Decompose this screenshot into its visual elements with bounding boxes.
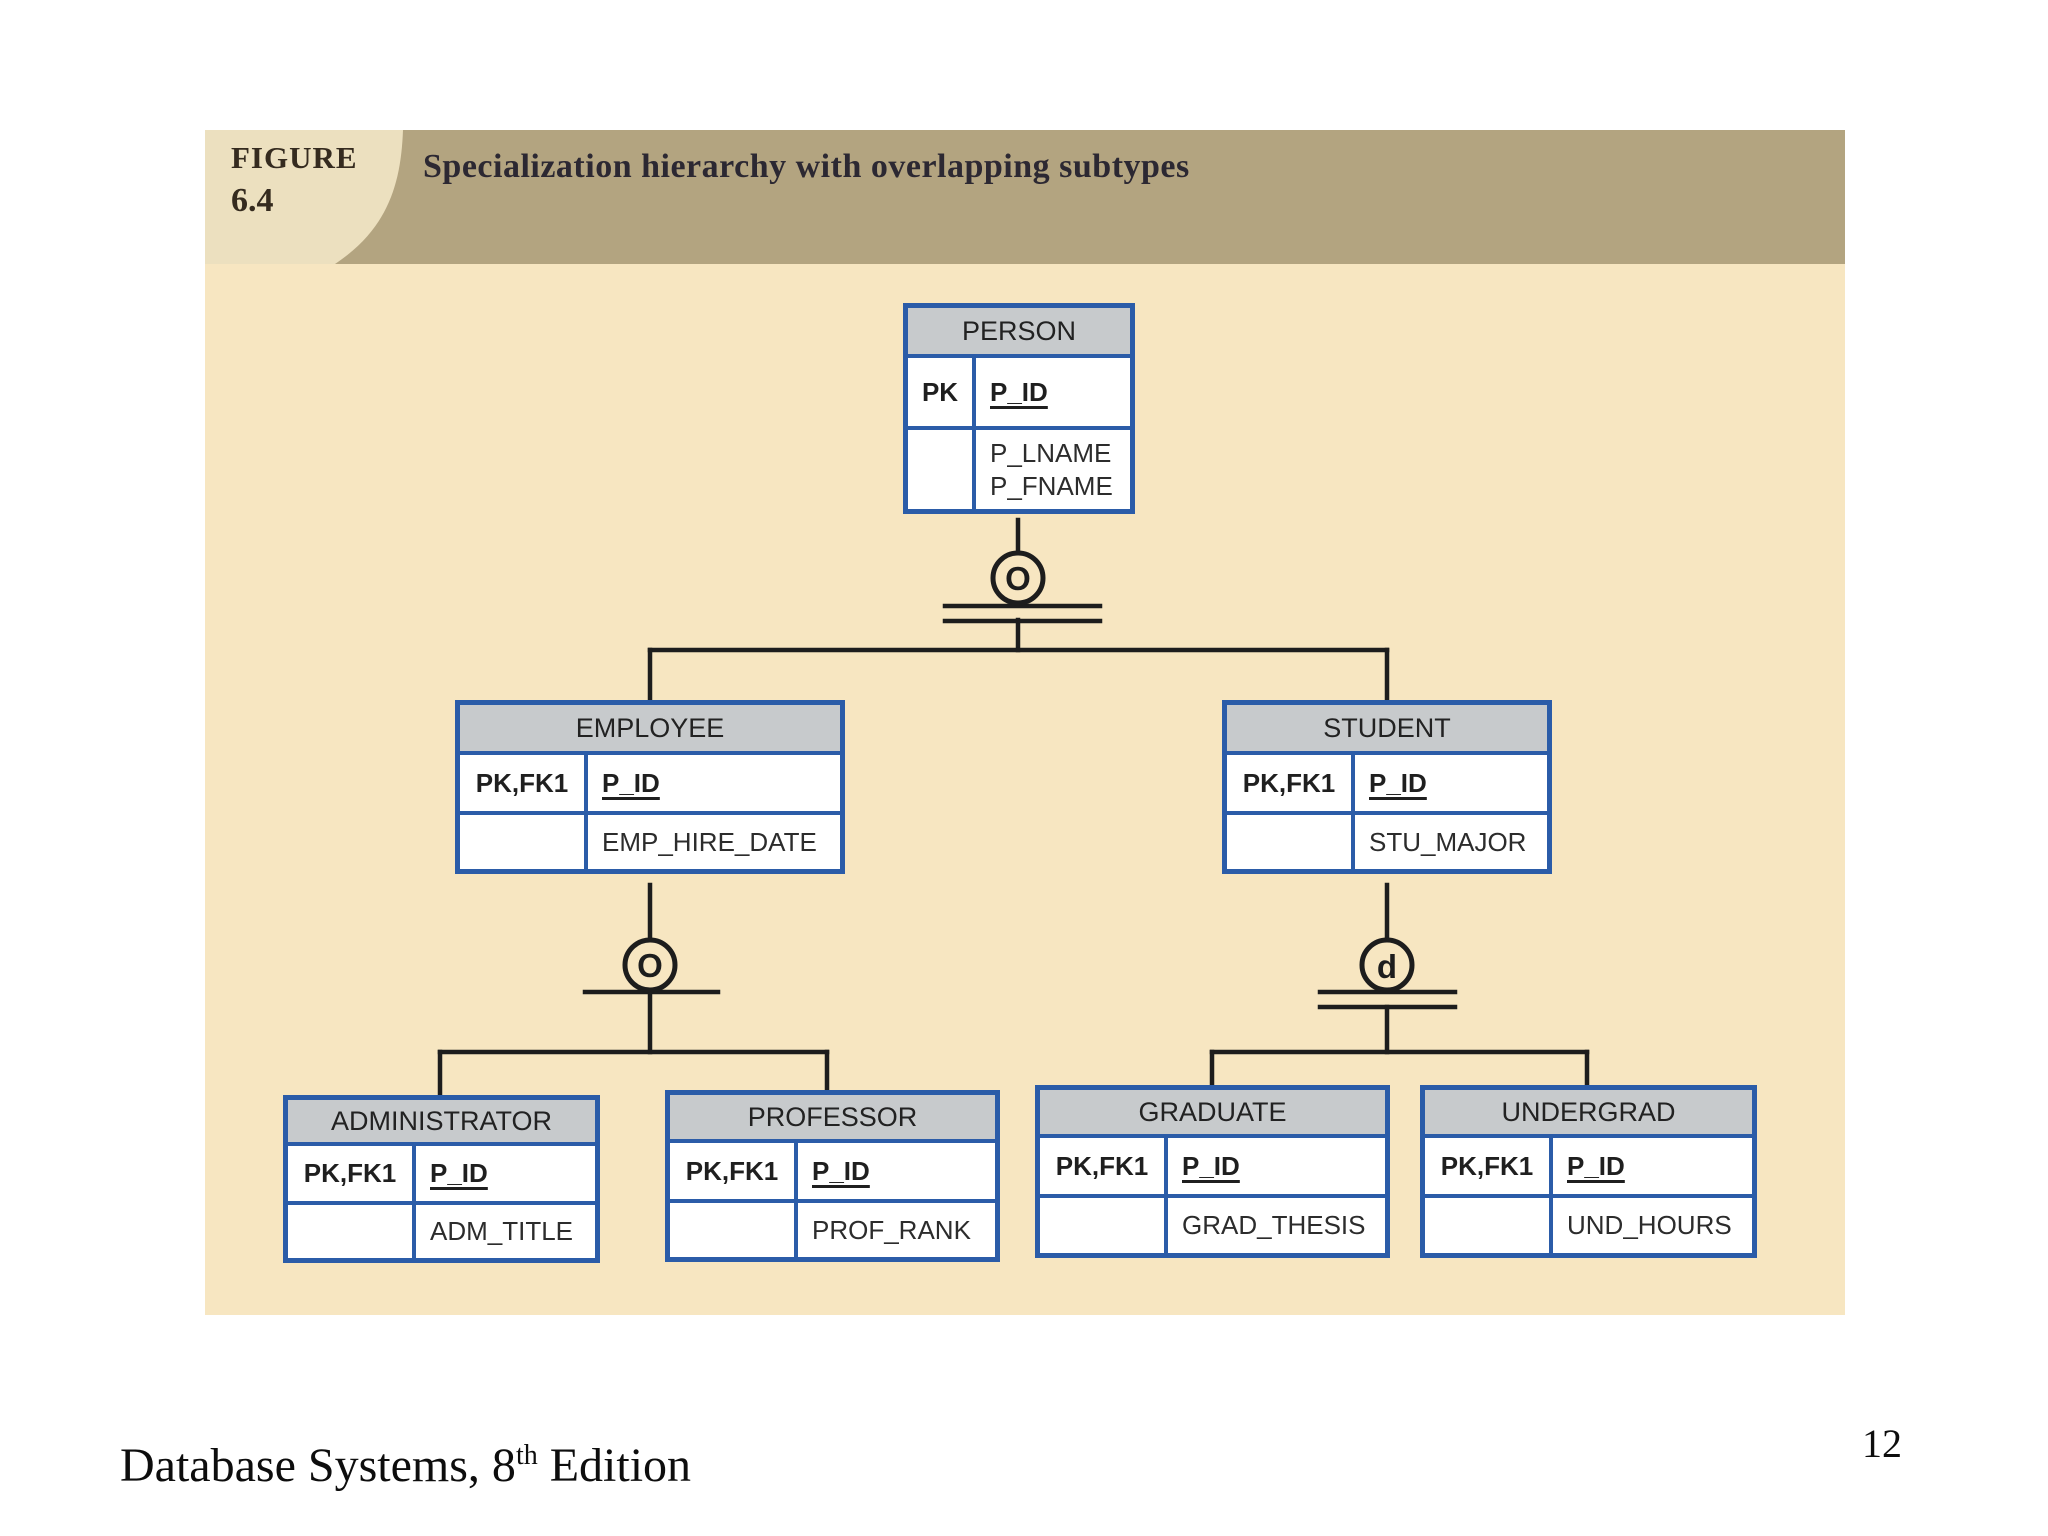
figure-label-number: 6.4 xyxy=(231,181,274,219)
key-label-empty xyxy=(908,430,976,509)
figure-header-bar: FIGURE 6.4 Specialization hierarchy with… xyxy=(205,130,1845,264)
attr-cell: P_ID xyxy=(1355,755,1547,811)
attr-cell: P_LNAME P_FNAME xyxy=(990,438,1113,501)
figure-label-word: FIGURE xyxy=(231,140,358,175)
key-label: PK,FK1 xyxy=(1425,1138,1553,1194)
attr-cell: STU_MAJOR xyxy=(1369,826,1527,857)
pk-attribute: P_ID xyxy=(602,767,660,798)
pk-attribute: P_ID xyxy=(1567,1150,1625,1181)
pk-attribute: P_ID xyxy=(1369,767,1427,798)
attr-cell: P_ID xyxy=(1553,1138,1752,1194)
entity-table-student: STUDENT PK,FK1 P_ID STU_MAJOR xyxy=(1222,700,1552,874)
attr-cell: EMP_HIRE_DATE xyxy=(602,826,817,857)
attr-cell: P_ID xyxy=(416,1146,595,1201)
pk-attribute: P_ID xyxy=(430,1158,488,1189)
key-label-empty xyxy=(1227,815,1355,869)
footer-title-superscript: th xyxy=(515,1440,538,1471)
entity-table-administrator: ADMINISTRATOR PK,FK1 P_ID ADM_TITLE xyxy=(283,1095,600,1263)
table-title: EMPLOYEE xyxy=(460,705,840,755)
entity-table-professor: PROFESSOR PK,FK1 P_ID PROF_RANK xyxy=(665,1090,1000,1262)
page-number: 12 xyxy=(1862,1421,1902,1466)
key-label: PK,FK1 xyxy=(1227,755,1355,811)
key-label: PK,FK1 xyxy=(1040,1138,1168,1194)
entity-table-person: PERSON PK P_ID P_LNAME P_FNAME xyxy=(903,303,1135,514)
pk-attribute: P_ID xyxy=(812,1155,870,1186)
entity-table-employee: EMPLOYEE PK,FK1 P_ID EMP_HIRE_DATE xyxy=(455,700,845,874)
key-label: PK,FK1 xyxy=(460,755,588,811)
figure-title: Specialization hierarchy with overlappin… xyxy=(423,148,1190,185)
table-title: GRADUATE xyxy=(1040,1090,1385,1138)
key-label: PK xyxy=(908,358,976,426)
table-title: STUDENT xyxy=(1227,705,1547,755)
table-title: UNDERGRAD xyxy=(1425,1090,1752,1138)
pk-attribute: P_ID xyxy=(990,376,1048,407)
attr-cell: P_ID xyxy=(588,755,840,811)
attr-cell: ADM_TITLE xyxy=(430,1216,574,1247)
entity-table-graduate: GRADUATE PK,FK1 P_ID GRAD_THESIS xyxy=(1035,1085,1390,1258)
key-label-empty xyxy=(1425,1198,1553,1253)
attr-cell: GRAD_THESIS xyxy=(1182,1210,1366,1241)
attr-cell: P_ID xyxy=(1168,1138,1385,1194)
footer-title-suffix: Edition xyxy=(537,1439,692,1492)
attr-cell: PROF_RANK xyxy=(812,1214,971,1245)
figure-label: FIGURE 6.4 xyxy=(231,140,358,219)
key-label: PK,FK1 xyxy=(670,1143,798,1199)
footer-title-prefix: Database Systems, 8 xyxy=(120,1439,516,1492)
key-label-empty xyxy=(288,1205,416,1258)
table-title: PERSON xyxy=(908,308,1130,358)
key-label: PK,FK1 xyxy=(288,1146,416,1201)
attr-cell: P_ID xyxy=(798,1143,995,1199)
table-title: ADMINISTRATOR xyxy=(288,1100,595,1146)
key-label-empty xyxy=(1040,1198,1168,1253)
key-label-empty xyxy=(670,1203,798,1257)
attr-cell: UND_HOURS xyxy=(1567,1210,1732,1241)
entity-table-undergrad: UNDERGRAD PK,FK1 P_ID UND_HOURS xyxy=(1420,1085,1757,1258)
key-label-empty xyxy=(460,815,588,869)
pk-attribute: P_ID xyxy=(1182,1150,1240,1181)
figure-label-curved-shape xyxy=(205,130,403,264)
table-title: PROFESSOR xyxy=(670,1095,995,1143)
footer-book-title: Database Systems, 8th Edition xyxy=(120,1438,691,1493)
attr-cell: P_ID xyxy=(976,358,1130,426)
